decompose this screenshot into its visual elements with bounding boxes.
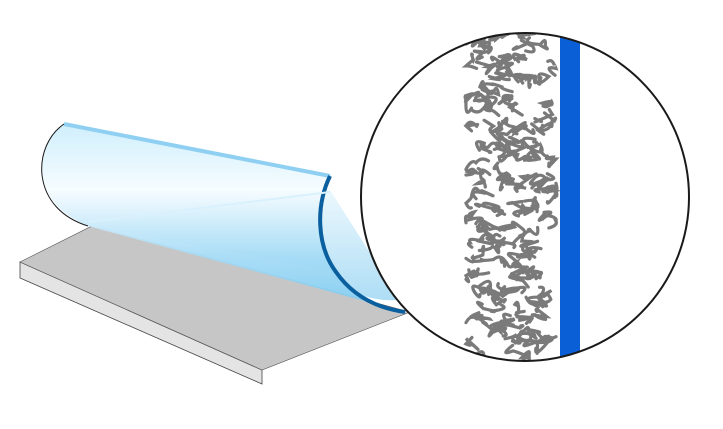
fiber-strand <box>505 182 527 193</box>
fiber-strand <box>478 360 503 361</box>
fiber-strand <box>464 166 485 177</box>
fiber-strand <box>512 198 539 218</box>
fiber-strand <box>512 52 528 64</box>
fiber-strand <box>509 120 536 136</box>
fiber-strand <box>506 251 524 269</box>
fiber-strand <box>533 107 555 124</box>
fiber-strand <box>511 151 533 162</box>
fiber-strand <box>466 216 491 233</box>
fiber-strand <box>523 265 542 280</box>
fiber-strand <box>534 334 558 354</box>
fiber-strand <box>528 173 549 189</box>
fiber-strand <box>472 98 501 118</box>
fiber-strand <box>526 295 549 308</box>
fiber-strand <box>519 239 540 257</box>
fiber-strand <box>516 331 539 348</box>
film-left-curl-edge <box>41 123 89 227</box>
fiber-strand <box>487 326 508 338</box>
fiber-strand <box>499 312 515 323</box>
fiber-strand <box>481 201 507 216</box>
fiber-strand <box>524 73 538 85</box>
fiber-strand <box>530 182 558 194</box>
fiber-strand <box>512 300 526 315</box>
fiber-strand <box>504 135 525 149</box>
fiber-strand <box>528 141 549 158</box>
fiber-strand <box>506 33 537 40</box>
fiber-strand <box>506 101 524 117</box>
fiber-strand <box>530 121 554 136</box>
fiber-strand <box>543 213 558 230</box>
fiber-strand <box>464 186 482 210</box>
fiber-strand <box>490 292 507 307</box>
fiber-strand <box>464 157 491 173</box>
fiber-strand <box>497 116 519 133</box>
fiber-strand <box>498 320 525 330</box>
fiber-strand <box>507 266 530 289</box>
fiber-strand <box>495 173 510 192</box>
protective-film <box>41 122 406 314</box>
fiber-strand <box>471 189 495 201</box>
magnified-cross-section <box>360 32 690 372</box>
fiber-strand <box>512 364 530 372</box>
fiber-strand <box>524 148 542 162</box>
fiber-strand <box>515 315 533 322</box>
fiber-strand <box>536 98 554 109</box>
fiber-strand <box>463 335 480 352</box>
film-right-curl-edge <box>318 175 406 314</box>
film-fold-line <box>87 191 331 223</box>
fiber-strand <box>469 311 492 330</box>
substrate-slab <box>19 225 411 385</box>
fiber-strand <box>511 234 534 245</box>
fiber-strand <box>531 72 552 86</box>
magnifier-circle <box>360 32 690 362</box>
fiber-strand <box>474 60 497 76</box>
fiber-strand <box>495 53 513 69</box>
fiber-strand <box>524 295 542 309</box>
fiber-strand <box>526 140 541 150</box>
film-curl <box>41 124 406 312</box>
fiber-strand <box>544 155 560 169</box>
fiber-strand <box>482 82 514 94</box>
fiber-strand <box>461 52 479 70</box>
fiber-strand <box>474 202 505 218</box>
fiber-strand <box>466 236 485 249</box>
fiber-strand <box>520 351 539 361</box>
fiber-strand <box>497 148 514 163</box>
fiber-strand <box>495 65 512 82</box>
fiber-strand <box>463 94 474 114</box>
fiber-strand <box>546 59 559 77</box>
fiber-strand <box>503 333 522 345</box>
fiber-strand <box>517 172 538 186</box>
fiber-strand <box>492 161 512 178</box>
fiber-strand <box>493 239 517 255</box>
coating-layer <box>560 33 580 361</box>
fiber-strand <box>471 168 492 189</box>
fiber-strand <box>463 120 480 133</box>
fiber-strand <box>511 38 536 54</box>
fiber-strand <box>530 307 552 321</box>
fiber-strand <box>482 118 504 137</box>
fiber-strand <box>475 300 506 314</box>
fiber-strand <box>474 140 493 155</box>
fiber-strand <box>521 225 540 238</box>
fiber-strand <box>471 284 490 299</box>
fiber-strand <box>463 269 481 284</box>
fiber-strand <box>488 121 504 143</box>
fiber-strand <box>545 191 559 205</box>
fiber-strand <box>517 325 538 340</box>
film-top-edge <box>63 122 331 178</box>
